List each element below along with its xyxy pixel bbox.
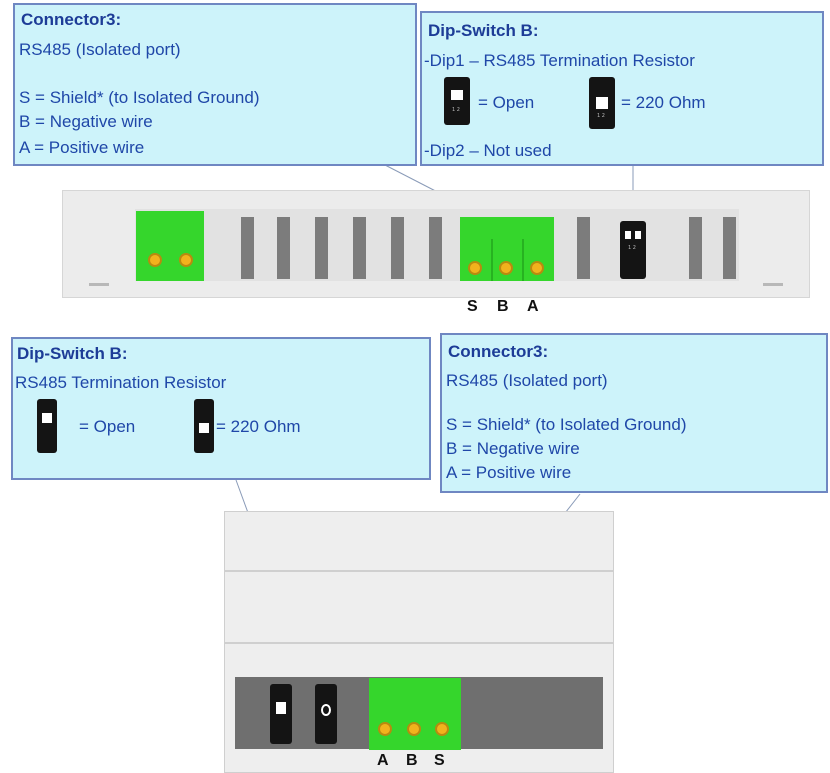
callout-title: Dip-Switch B: (17, 344, 128, 363)
pin-label-b: B (497, 298, 509, 315)
device-divider (225, 570, 613, 572)
vent-slot (315, 217, 328, 279)
callout-title: Connector3: (21, 10, 122, 29)
terminal-pin-a (378, 722, 392, 736)
connector3-callout-top: Connector3: RS485 (Isolated port) S = Sh… (13, 3, 417, 166)
ohm-label: = 220 Ohm (621, 93, 706, 112)
dip-switch-callout-top: Dip-Switch B: -Dip1 – RS485 Termination … (420, 11, 824, 166)
dip-switch-b[interactable]: 1 2 (620, 221, 646, 279)
terminal-divider (491, 239, 493, 281)
callout-line-s: S = Shield* (to Isolated Ground) (446, 415, 687, 434)
terminal-pin-a (530, 261, 544, 275)
dip-switch-b[interactable] (315, 684, 337, 744)
dip-switch-220-ohm-icon: 1 2 (589, 77, 615, 129)
callout-line-a: A = Positive wire (19, 138, 145, 157)
connector3-terminal (369, 678, 461, 750)
vent-slot (577, 217, 590, 279)
mount-tab-right (763, 283, 783, 286)
vent-slot (241, 217, 254, 279)
vent-slot (353, 217, 366, 279)
dip-switch-a[interactable] (270, 684, 292, 744)
device-divider (225, 642, 613, 644)
callout-title: Dip-Switch B: (428, 21, 539, 40)
dip-switch-220-ohm-icon (194, 399, 214, 453)
device-front-panel: 1 2 (62, 190, 810, 298)
pin-label-s: S (467, 298, 478, 315)
callout-subtitle: RS485 Termination Resistor (15, 373, 227, 392)
dip2-description: -Dip2 – Not used (424, 141, 552, 160)
terminal-pin-s (435, 722, 449, 736)
pin-label-b: B (406, 752, 418, 769)
dip1-description: -Dip1 – RS485 Termination Resistor (424, 51, 695, 70)
callout-subtitle: RS485 (Isolated port) (19, 40, 181, 59)
callout-line-a: A = Positive wire (446, 463, 572, 482)
dip-switch-callout-bottom: Dip-Switch B: RS485 Termination Resistor… (11, 337, 431, 480)
open-label: = Open (79, 417, 136, 436)
callout-title: Connector3: (448, 342, 549, 361)
terminal-pin-s (468, 261, 482, 275)
pin-label-a: A (527, 298, 539, 315)
terminal-pin (179, 253, 193, 267)
callout-line-b: B = Negative wire (446, 439, 580, 458)
callout-line-b: B = Negative wire (19, 112, 153, 131)
open-label: = Open (478, 93, 535, 112)
connector3-callout-bottom: Connector3: RS485 (Isolated port) S = Sh… (440, 333, 828, 493)
ohm-label: = 220 Ohm (216, 417, 301, 436)
terminal-divider (522, 239, 524, 281)
dip-switch-open-icon: 1 2 (444, 77, 470, 125)
pin-label-s: S (434, 752, 445, 769)
vent-slot (391, 217, 404, 279)
mount-tab-left (89, 283, 109, 286)
callout-subtitle: RS485 (Isolated port) (446, 371, 608, 390)
terminal-pin-b (499, 261, 513, 275)
dip-switch-open-icon (37, 399, 57, 453)
device-side-view (224, 511, 614, 773)
terminal-pin-b (407, 722, 421, 736)
vent-slot (723, 217, 736, 279)
vent-slot (277, 217, 290, 279)
power-terminal (136, 211, 204, 281)
pin-label-a: A (377, 752, 389, 769)
vent-slot (429, 217, 442, 279)
callout-line-s: S = Shield* (to Isolated Ground) (19, 88, 260, 107)
terminal-pin (148, 253, 162, 267)
vent-slot (689, 217, 702, 279)
